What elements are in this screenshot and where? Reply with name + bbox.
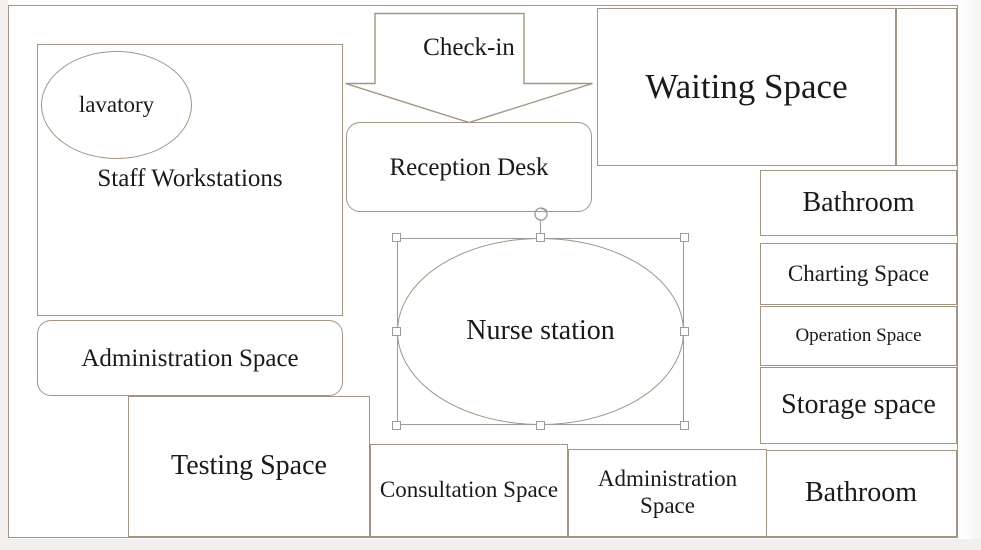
room-operation-space[interactable]: Operation Space xyxy=(760,306,957,366)
room-storage-space[interactable]: Storage space xyxy=(760,367,957,444)
room-label-testing-space: Testing Space xyxy=(171,450,327,482)
room-label-check-in: Check-in xyxy=(423,34,515,61)
room-waiting-space[interactable]: Waiting Space xyxy=(597,8,896,166)
room-label-nurse-station: Nurse station xyxy=(466,315,615,347)
room-label-administration-space-left: Administration Space xyxy=(81,344,299,372)
room-consultation-space[interactable]: Consultation Space xyxy=(370,444,568,537)
room-reception-desk[interactable]: Reception Desk xyxy=(346,122,592,212)
resize-handle-e[interactable] xyxy=(680,326,689,336)
room-label-reception-desk: Reception Desk xyxy=(389,153,549,181)
room-testing-space[interactable]: Testing Space xyxy=(128,396,370,537)
room-charting-space[interactable]: Charting Space xyxy=(760,243,957,305)
room-bathroom-top[interactable]: Bathroom xyxy=(760,170,957,236)
room-side-strip[interactable] xyxy=(896,8,957,166)
room-label-waiting-space: Waiting Space xyxy=(645,66,848,106)
room-label-bathroom-top: Bathroom xyxy=(802,186,915,218)
resize-handle-n[interactable] xyxy=(535,233,545,242)
rotate-icon[interactable] xyxy=(533,206,549,222)
room-label-administration-space-bottom: Administration Space xyxy=(597,466,738,518)
room-administration-space-bottom[interactable]: Administration Space xyxy=(568,449,767,537)
selection-overlay-nurse-station xyxy=(392,207,689,430)
resize-handle-s[interactable] xyxy=(535,421,545,430)
room-label-lavatory: lavatory xyxy=(78,91,155,117)
resize-handle-ne[interactable] xyxy=(680,233,689,242)
check-in-banner-outline xyxy=(345,12,593,124)
room-staff-workstations[interactable]: Staff Workstations xyxy=(37,44,343,316)
room-label-operation-space: Operation Space xyxy=(795,324,922,346)
resize-handle-w[interactable] xyxy=(392,326,401,336)
canvas-right-edge-shading xyxy=(959,0,981,550)
resize-handle-nw[interactable] xyxy=(392,233,401,242)
room-lavatory[interactable]: lavatory xyxy=(41,51,192,159)
selection-bounding-box xyxy=(397,238,684,425)
resize-handle-se[interactable] xyxy=(680,421,689,430)
room-label-staff-workstations: Staff Workstations xyxy=(97,165,283,192)
resize-handle-sw[interactable] xyxy=(392,421,401,430)
room-label-charting-space: Charting Space xyxy=(787,260,930,286)
room-bathroom-bottom[interactable]: Bathroom xyxy=(765,450,957,537)
room-label-bathroom-bottom: Bathroom xyxy=(805,477,917,509)
room-nurse-station[interactable]: Nurse station xyxy=(397,238,684,425)
room-administration-space-left[interactable]: Administration Space xyxy=(37,320,343,396)
room-check-in[interactable]: Check-in xyxy=(344,12,594,124)
rotate-handle-stem xyxy=(540,220,541,238)
room-label-storage-space: Storage space xyxy=(781,389,936,421)
room-label-consultation-space: Consultation Space xyxy=(379,477,559,503)
